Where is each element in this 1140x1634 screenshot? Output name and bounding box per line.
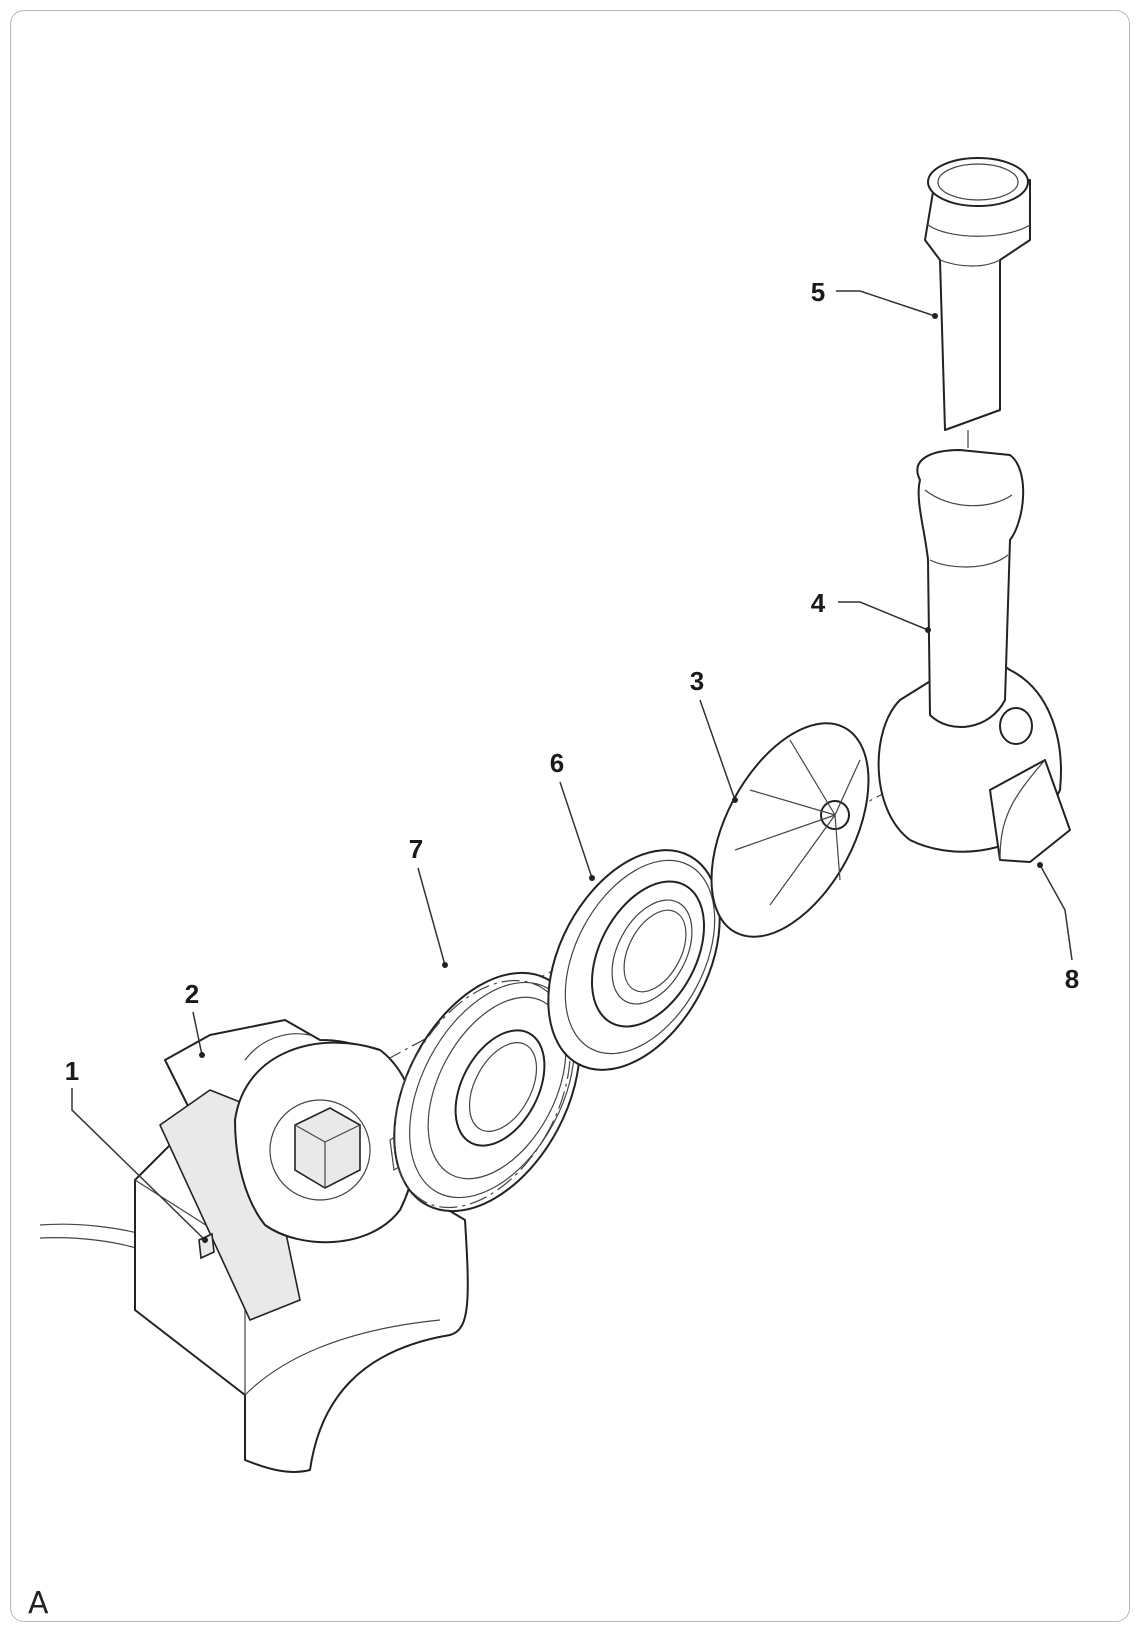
motor-base xyxy=(134,1019,469,1473)
callout-6: 6 xyxy=(550,748,564,778)
part-6-ring xyxy=(547,849,721,1071)
callout-3: 3 xyxy=(690,666,704,696)
leader-3 xyxy=(699,699,736,801)
callout-8: 8 xyxy=(1065,964,1079,994)
callout-5: 5 xyxy=(811,277,825,307)
leader-8 xyxy=(1039,864,1073,961)
callout-2: 2 xyxy=(185,979,199,1009)
power-cord xyxy=(39,1223,146,1236)
part-8-outlet-spout xyxy=(989,759,1071,863)
part-7-toothed-disc xyxy=(393,971,581,1213)
part-5-pusher xyxy=(924,157,1031,431)
leader-6 xyxy=(559,781,593,879)
leader-4 xyxy=(838,601,929,631)
figure-label: A xyxy=(28,1586,49,1621)
leader-7 xyxy=(417,867,446,966)
leader-5 xyxy=(836,290,936,317)
power-cord-edge xyxy=(39,1237,144,1251)
leader-2 xyxy=(192,1011,203,1056)
callout-4: 4 xyxy=(811,588,826,618)
callout-7: 7 xyxy=(409,834,423,864)
callout-1: 1 xyxy=(65,1056,79,1086)
part-4-housing-chute xyxy=(877,449,1071,863)
figure-frame xyxy=(10,10,1130,1622)
leader-1 xyxy=(71,1088,206,1241)
